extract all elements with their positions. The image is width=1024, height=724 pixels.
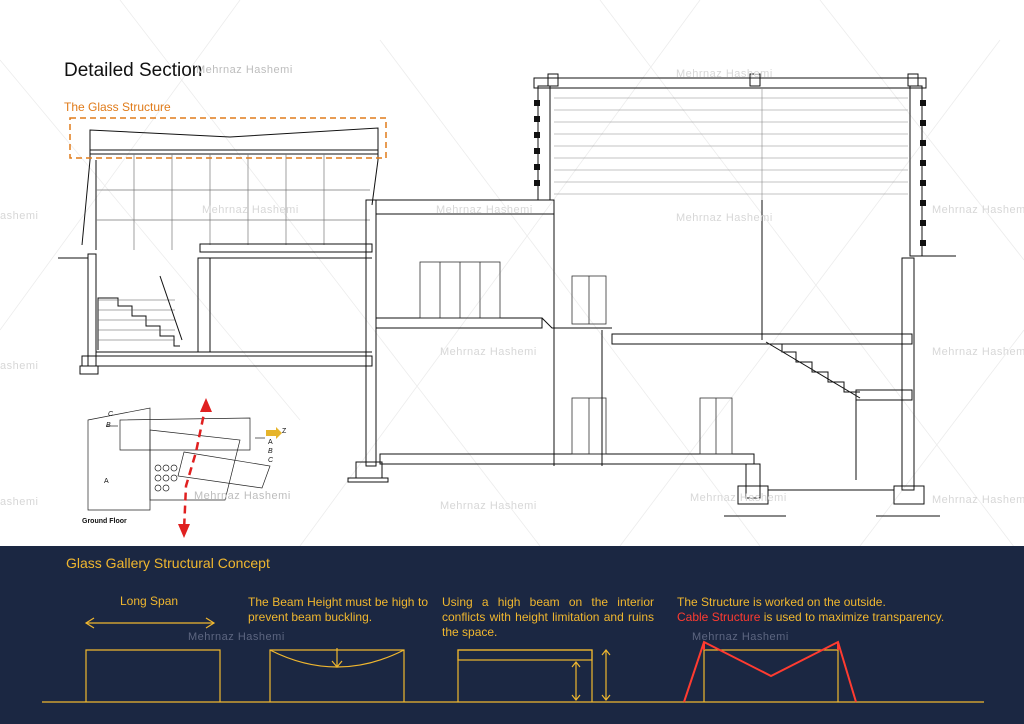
plan-mark-c-right: C xyxy=(268,457,274,464)
watermark: Mehrnaz Hashemi xyxy=(676,68,773,80)
watermark-fragment: ashemi xyxy=(0,210,39,222)
watermark: Mehrnaz Hashemi xyxy=(692,631,789,643)
north-arrow-icon xyxy=(266,427,282,439)
glass-structure-highlight xyxy=(69,117,387,159)
concept-text-outside-structure: The Structure is worked on the outside. … xyxy=(677,595,977,625)
watermark: Mehrnaz Hashemi xyxy=(676,212,773,224)
watermark-fragment: ashemi xyxy=(0,360,39,372)
watermark: Mehrnaz Hashemi xyxy=(202,204,299,216)
cable-structure-highlight: Cable Structure xyxy=(677,610,761,624)
watermark-fragment: ashemi xyxy=(0,496,39,508)
long-span-label: Long Span xyxy=(120,594,179,608)
watermark: Mehrnaz Hashemi xyxy=(932,204,1024,216)
watermark: Mehrnaz Hashemi xyxy=(932,346,1024,358)
glass-structure-label: The Glass Structure xyxy=(64,100,171,114)
diagram-high-beam xyxy=(457,649,593,702)
right-block-section xyxy=(533,73,956,517)
cable-structure-lines xyxy=(683,640,857,703)
watermark: Mehrnaz Hashemi xyxy=(188,631,285,643)
concept-text-high-beam: Using a high beam on the interior confli… xyxy=(442,595,654,639)
concept-text-line2-rest: is used to maximize transparency. xyxy=(760,610,945,624)
section-cut-arrow xyxy=(200,398,212,412)
watermark: Mehrnaz Hashemi xyxy=(932,494,1024,506)
concept-text-beam-height: The Beam Height must be high to prevent … xyxy=(248,595,428,624)
architectural-section-drawing xyxy=(0,0,1024,546)
watermark: Mehrnaz Hashemi xyxy=(690,492,787,504)
plan-mark-z: Z xyxy=(282,428,287,435)
plan-mark-a-left: A xyxy=(104,478,109,485)
structural-concept-diagrams xyxy=(42,617,984,703)
section-cut-arrow-bottom xyxy=(178,524,190,538)
plan-mark-a-right: A xyxy=(268,439,273,446)
concept-title: Glass Gallery Structural Concept xyxy=(66,555,270,571)
middle-block-section xyxy=(347,199,755,483)
ground-floor-label: Ground Floor xyxy=(82,518,127,525)
watermark: Mehrnaz Hashemi xyxy=(440,500,537,512)
section-cut-line xyxy=(182,403,208,531)
ground-floor-key-plan xyxy=(87,407,271,511)
watermark: Mehrnaz Hashemi xyxy=(436,204,533,216)
plan-mark-b-top: B xyxy=(106,422,111,429)
watermark: Mehrnaz Hashemi xyxy=(194,490,291,502)
diagram-long-span xyxy=(85,649,221,702)
plan-mark-c-top: C xyxy=(108,411,114,418)
plan-mark-b-right: B xyxy=(268,448,273,455)
watermark: Mehrnaz Hashemi xyxy=(196,64,293,76)
glass-gallery-section xyxy=(58,127,379,375)
watermark: Mehrnaz Hashemi xyxy=(440,346,537,358)
concept-text-line1: The Structure is worked on the outside. xyxy=(677,595,886,609)
page-title: Detailed Section xyxy=(64,60,203,81)
diagram-cable-structure xyxy=(703,649,839,702)
